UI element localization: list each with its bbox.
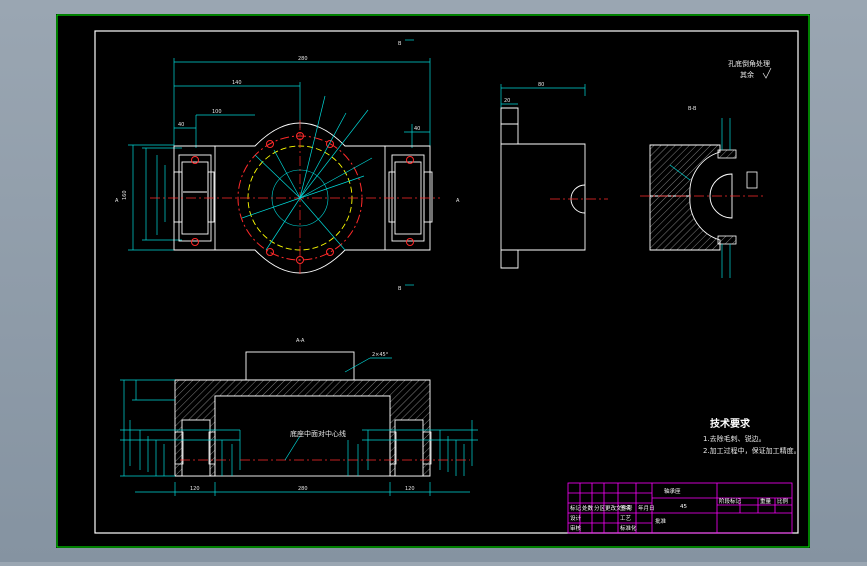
svg-text:比例: 比例 xyxy=(777,497,789,505)
surface-finish-icon xyxy=(762,67,772,79)
svg-text:工艺: 工艺 xyxy=(620,515,632,522)
svg-text:280: 280 xyxy=(298,486,308,492)
svg-text:签名: 签名 xyxy=(620,504,631,512)
svg-text:审核: 审核 xyxy=(570,524,582,532)
svg-text:批准: 批准 xyxy=(655,517,667,525)
svg-text:2.加工过程中，保证加工精度。: 2.加工过程中，保证加工精度。 xyxy=(703,446,801,455)
svg-text:40: 40 xyxy=(414,126,420,132)
svg-text:A-A: A-A xyxy=(296,338,305,344)
drawing-sheet xyxy=(56,14,810,548)
svg-text:80: 80 xyxy=(538,82,544,88)
svg-text:280: 280 xyxy=(298,56,308,62)
svg-text:B-B: B-B xyxy=(688,106,697,112)
svg-text:1.去除毛刺、锐边。: 1.去除毛刺、锐边。 xyxy=(703,434,766,443)
svg-text:轴承座: 轴承座 xyxy=(664,487,681,495)
tech-requirements: 技术要求 1.去除毛刺、锐边。 2.加工过程中，保证加工精度。 xyxy=(703,417,801,455)
svg-text:B: B xyxy=(398,286,402,292)
svg-text:40: 40 xyxy=(178,122,184,128)
svg-text:2×45°: 2×45° xyxy=(372,352,389,358)
sheet-inner-frame xyxy=(94,30,799,534)
svg-text:100: 100 xyxy=(212,109,222,115)
title-block: 轴承座 45 标记 处数 分区 更改文件号 签名 年月日 设计 审核 工艺 标准… xyxy=(567,482,793,534)
section-a-a: A-A xyxy=(120,338,478,496)
svg-text:孔底倒角处理: 孔底倒角处理 xyxy=(728,59,770,68)
svg-text:45: 45 xyxy=(680,504,687,510)
svg-text:其余: 其余 xyxy=(740,70,754,79)
top-view: 280 140 40 100 40 160 xyxy=(115,39,460,292)
svg-text:分区: 分区 xyxy=(594,504,606,512)
svg-text:160: 160 xyxy=(122,190,128,200)
svg-text:更改文件号: 更改文件号 xyxy=(605,504,633,512)
svg-text:20: 20 xyxy=(504,98,510,104)
svg-text:处数: 处数 xyxy=(582,504,594,512)
svg-text:标准化: 标准化 xyxy=(620,524,637,532)
svg-text:设计: 设计 xyxy=(570,514,582,522)
svg-text:技术要求: 技术要求 xyxy=(710,417,751,430)
svg-text:140: 140 xyxy=(232,80,242,86)
side-view: 80 20 xyxy=(500,82,608,269)
svg-text:标记: 标记 xyxy=(570,504,582,512)
svg-text:A: A xyxy=(456,198,460,204)
svg-text:A: A xyxy=(115,198,119,204)
section-b-b: B-B 孔底倒角处理 其余 xyxy=(640,59,772,278)
svg-text:重量: 重量 xyxy=(760,497,772,505)
svg-text:120: 120 xyxy=(190,486,200,492)
svg-text:120: 120 xyxy=(405,486,415,492)
svg-text:年月日: 年月日 xyxy=(638,504,655,512)
svg-text:B: B xyxy=(398,41,402,47)
sheet-outer-border xyxy=(56,14,810,548)
svg-text:底座中面对中心线: 底座中面对中心线 xyxy=(290,429,346,438)
svg-text:阶段标记: 阶段标记 xyxy=(719,497,742,505)
